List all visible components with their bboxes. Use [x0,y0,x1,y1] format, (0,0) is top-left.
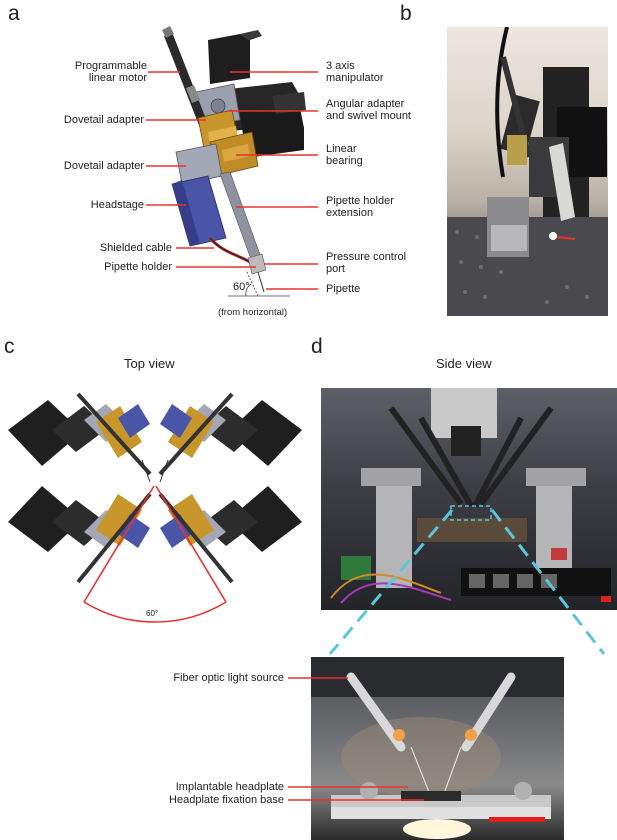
panel-label-c: c [4,335,15,358]
label-pressure-control-port: Pressure control port [326,251,407,275]
callout-lines [146,71,318,290]
headstage-shape [171,175,227,247]
linear-bearing-shape [209,131,259,177]
panel-label-b: b [400,2,412,25]
top-view-title: Top view [124,356,175,371]
label-fiber-optic-light-source: Fiber optic light source [173,672,284,684]
rig-photo [447,27,608,316]
label-linear-bearing: Linear bearing [326,143,363,167]
label-headstage: Headstage [90,199,144,211]
angle-wedge [83,485,227,623]
label-3-axis-manipulator: 3 axis manipulator [326,60,384,84]
label-implantable-headplate: Implantable headplate [175,781,284,793]
manipulator-upper-right [158,392,302,483]
label-pipette-holder: Pipette holder [104,261,172,273]
angle-note: (from horizontal) [218,307,288,318]
manipulator-lower-left [8,486,152,584]
manipulator-lower-right [158,486,302,584]
label-pipette-holder-extension: Pipette holder extension [326,195,394,219]
side-view-photo [321,388,617,610]
label-shielded-cable: Shielded cable [99,242,172,254]
panel-label-d: d [311,335,323,358]
label-headplate-fixation-base: Headplate fixation base [169,794,284,806]
pipette-holder-shape [247,253,267,275]
manipulator-upper-left [8,392,152,483]
manipulator-diagram [146,26,318,297]
label-programmable-linear-motor: Programmable linear motor [74,60,147,84]
label-angular-adapter: Angular adapter and swivel mount [326,98,411,122]
panel-label-a: a [8,2,20,25]
top-view-diagram [8,392,302,623]
top-view-angle-label: 60° [146,609,159,618]
pipette-shape [257,271,265,293]
label-dovetail-adapter-2: Dovetail adapter [63,160,144,172]
side-view-title: Side view [436,356,492,371]
angle-label-60: 60° [233,281,250,293]
label-dovetail-adapter-1: Dovetail adapter [63,114,144,126]
linear-motor-shape [162,26,208,128]
label-pipette: Pipette [326,283,361,295]
